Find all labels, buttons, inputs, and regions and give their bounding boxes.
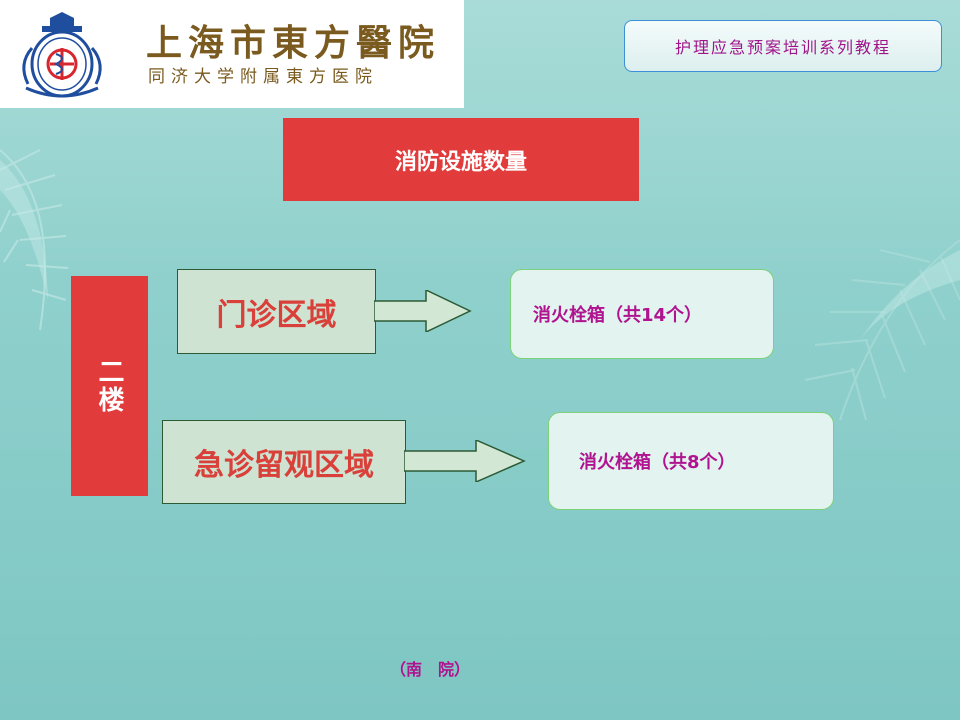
campus-note: （南 院） xyxy=(390,660,471,679)
equipment-count-emergency: 消火栓箱（共8个） xyxy=(548,412,834,510)
right-arrow-icon xyxy=(404,440,526,482)
hospital-logo-header: 上海市東方醫院 同济大学附属東方医院 xyxy=(0,0,464,108)
floor-label: 二楼 xyxy=(71,276,148,496)
hospital-name: 上海市東方醫院 xyxy=(146,22,441,64)
series-label-badge: 护理应急预案培训系列教程 xyxy=(624,20,942,72)
hospital-subtitle: 同济大学附属東方医院 xyxy=(148,67,378,87)
equipment-count-outpatient: 消火栓箱（共14个） xyxy=(510,269,774,359)
hospital-crest-icon xyxy=(22,12,102,98)
area-outpatient: 门诊区域 xyxy=(177,269,376,354)
right-arrow-icon xyxy=(374,290,472,332)
slide-title: 消防设施数量 xyxy=(283,118,639,201)
area-emergency-observation: 急诊留观区域 xyxy=(162,420,406,504)
